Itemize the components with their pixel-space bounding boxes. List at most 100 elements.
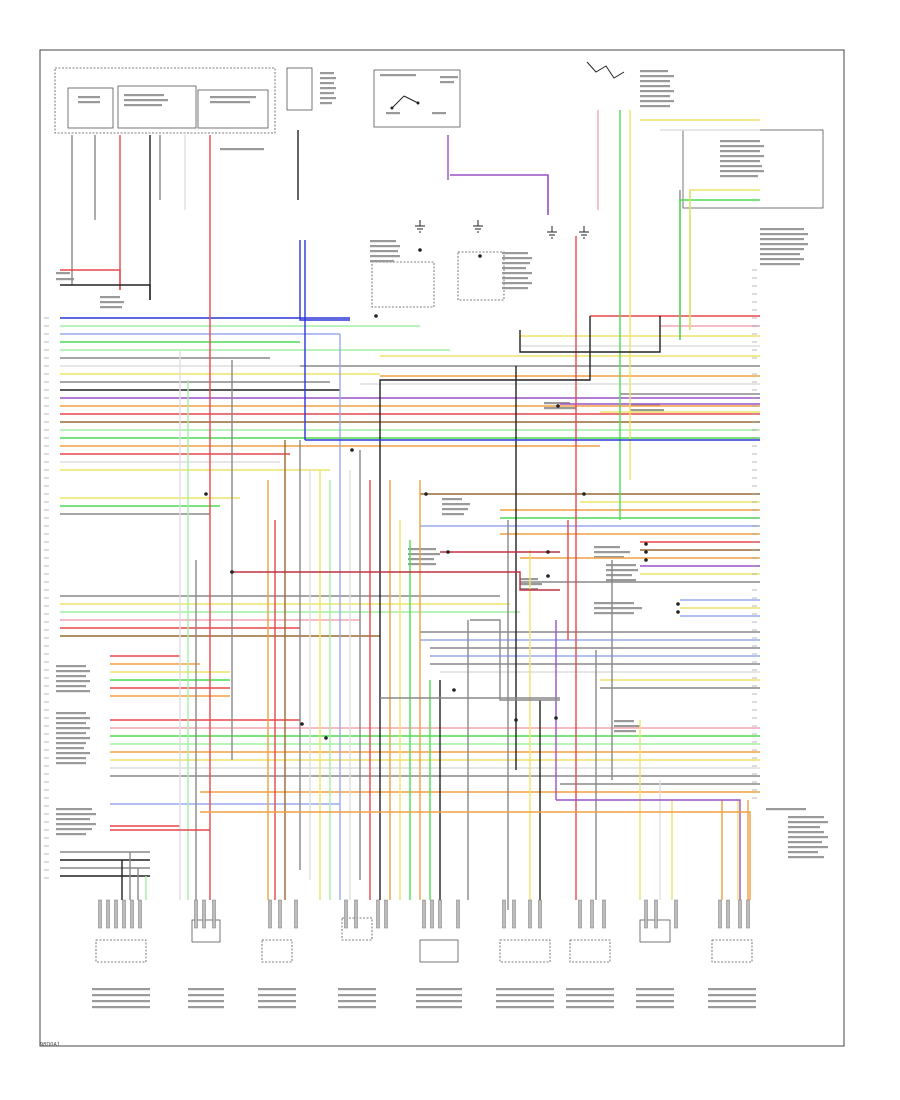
routed-wire — [230, 571, 560, 591]
label-text-mark — [720, 140, 760, 143]
label-text-mark — [320, 77, 336, 80]
connector-label-mark — [636, 1006, 674, 1009]
splice-dot — [556, 404, 560, 408]
label-text-mark — [56, 712, 86, 715]
label-text-mark — [720, 165, 762, 168]
label-text-mark — [640, 90, 674, 93]
label-text-mark — [544, 407, 576, 410]
label-text-mark — [760, 263, 800, 266]
connector-label-mark — [566, 994, 614, 997]
connector-pin — [354, 899, 358, 929]
label-text-mark — [606, 574, 632, 577]
splice-dot — [350, 448, 354, 452]
connector-pin — [202, 899, 206, 929]
connector-pin — [654, 899, 658, 929]
label-text-mark — [124, 99, 168, 102]
splice-dot — [554, 716, 558, 720]
connector-pin — [456, 899, 460, 929]
label-text-mark — [56, 818, 90, 821]
label-text-mark — [56, 722, 86, 725]
connector-label-mark — [708, 988, 756, 991]
splice-dot — [374, 314, 378, 318]
label-text-mark — [56, 808, 92, 811]
connector-label-mark — [496, 988, 554, 991]
connector-label-mark — [92, 994, 150, 997]
connector-label-mark — [416, 988, 462, 991]
splice-dot — [418, 248, 422, 252]
label-text-mark — [56, 665, 86, 668]
label-text-mark — [720, 170, 764, 173]
connector-label-mark — [636, 1000, 674, 1003]
label-text-mark — [56, 833, 86, 836]
label-text-mark — [78, 96, 100, 99]
label-text-mark — [56, 685, 86, 688]
control-unit-box — [117, 85, 197, 129]
label-text-mark — [640, 105, 670, 108]
routed-wire — [60, 269, 121, 290]
splice-dot — [324, 736, 328, 740]
connector-label-mark — [566, 988, 614, 991]
bottom-connector-9 — [711, 939, 753, 963]
splice-dot — [514, 718, 518, 722]
connector-pin — [278, 899, 282, 929]
bottom-connector-1 — [95, 939, 147, 963]
label-text-mark — [760, 233, 808, 236]
splice-dot — [452, 688, 456, 692]
label-text-mark — [100, 301, 124, 304]
label-text-mark — [594, 546, 620, 549]
connector-label-mark — [708, 1006, 756, 1009]
connector-pin — [98, 899, 102, 929]
splice-dot — [546, 574, 550, 578]
label-text-mark — [442, 498, 462, 501]
splice-dot — [644, 550, 648, 554]
label-text-mark — [56, 690, 90, 693]
connector-pin — [376, 899, 380, 929]
splice-dot — [424, 492, 428, 496]
connector-pin — [122, 899, 126, 929]
sensor-module-box — [286, 67, 313, 111]
label-text-mark — [760, 228, 804, 231]
connector-label-mark — [566, 1000, 614, 1003]
label-text-mark — [606, 579, 636, 582]
splice-dot — [676, 610, 680, 614]
switch-pivot — [390, 106, 394, 110]
label-text-mark — [640, 75, 674, 78]
label-text-mark — [124, 104, 162, 107]
label-text-mark — [788, 836, 828, 839]
label-text-mark — [408, 558, 434, 561]
splice-dot — [644, 558, 648, 562]
connector-label-mark — [338, 988, 376, 991]
connector-pin — [384, 899, 388, 929]
label-text-mark — [370, 255, 400, 258]
connector-pin — [294, 899, 298, 929]
connector-label-mark — [188, 988, 224, 991]
connector-pin — [726, 899, 730, 929]
label-text-mark — [640, 80, 670, 83]
label-text-mark — [788, 831, 824, 834]
connector-pin — [590, 899, 594, 929]
label-text-mark — [640, 95, 670, 98]
label-text-mark — [520, 578, 538, 581]
label-text-mark — [56, 828, 92, 831]
splice-dot — [204, 492, 208, 496]
routed-wire — [689, 189, 760, 330]
label-text-mark — [606, 564, 636, 567]
connector-label-mark — [636, 994, 674, 997]
label-text-mark — [210, 101, 250, 104]
label-text-mark — [760, 238, 804, 241]
label-text-mark — [370, 245, 400, 248]
label-text-mark — [520, 588, 538, 591]
label-text-mark — [56, 680, 90, 683]
label-text-mark — [56, 757, 86, 760]
routed-wire — [299, 240, 350, 321]
label-text-mark — [370, 250, 398, 253]
label-text-mark — [594, 556, 624, 559]
splice-dot — [230, 570, 234, 574]
bottom-connector-5 — [419, 939, 459, 963]
connector-pin — [738, 899, 742, 929]
label-text-mark — [56, 670, 90, 673]
connector-label-mark — [496, 1000, 554, 1003]
wire-harness — [60, 110, 760, 910]
label-text-mark — [380, 74, 416, 77]
figure-code: 98D0A1 — [40, 1042, 60, 1048]
